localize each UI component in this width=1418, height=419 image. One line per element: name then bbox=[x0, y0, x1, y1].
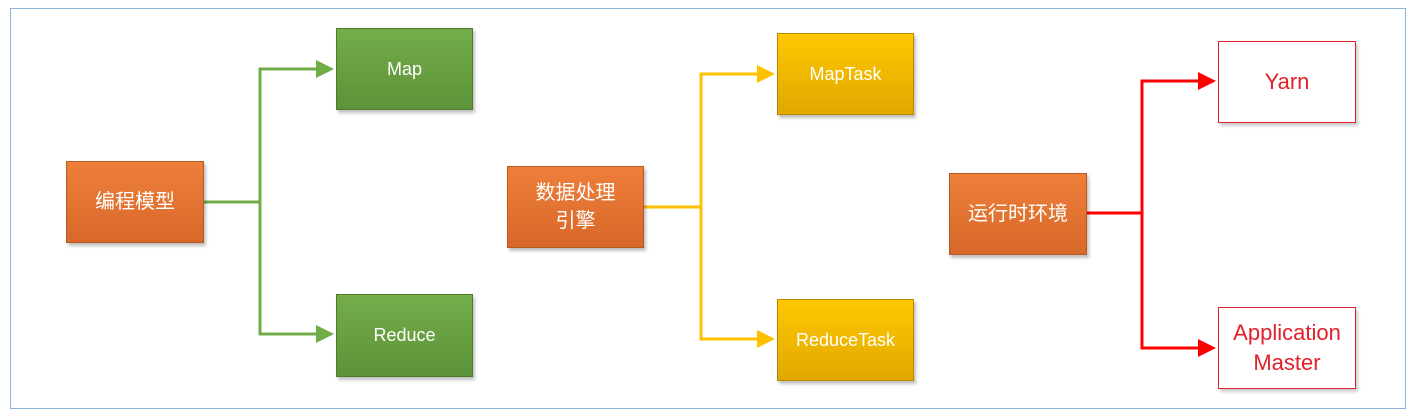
node-label: Application Master bbox=[1233, 320, 1341, 375]
node-label: Map bbox=[386, 58, 422, 79]
node-label: 编程模型 bbox=[95, 191, 175, 213]
arrowhead-reducetask bbox=[757, 330, 775, 348]
connector-group-programming-model bbox=[204, 67, 318, 336]
arrowhead-maptask bbox=[757, 65, 775, 83]
node-label: 运行时环境 bbox=[968, 203, 1068, 225]
connector-to-map bbox=[204, 67, 318, 204]
node-label: Yarn bbox=[1264, 69, 1310, 95]
arrowhead-reduce bbox=[316, 325, 334, 343]
node-data-processing-engine[interactable]: 数据处理 引擎 bbox=[507, 166, 644, 248]
node-maptask[interactable]: MapTask bbox=[777, 33, 914, 115]
node-label: ReduceTask bbox=[795, 329, 896, 350]
connector-group-runtime bbox=[1087, 79, 1200, 350]
node-programming-model[interactable]: 编程模型 bbox=[66, 161, 204, 243]
node-map[interactable]: Map bbox=[336, 28, 473, 110]
node-reduce[interactable]: Reduce bbox=[336, 294, 473, 377]
arrowhead-yarn bbox=[1198, 72, 1216, 90]
connector-to-appmaster bbox=[1140, 213, 1200, 350]
arrowhead-map bbox=[316, 60, 334, 78]
diagram-frame bbox=[10, 8, 1406, 409]
node-label: 数据处理 引擎 bbox=[535, 182, 616, 232]
node-yarn[interactable]: Yarn bbox=[1218, 41, 1356, 123]
node-label: Reduce bbox=[373, 325, 436, 345]
arrowhead-appmaster bbox=[1198, 339, 1216, 357]
connector-to-yarn bbox=[1087, 79, 1200, 215]
node-runtime-environment[interactable]: 运行时环境 bbox=[949, 173, 1087, 255]
connector-group-data-engine bbox=[644, 72, 759, 341]
connector-to-reduce bbox=[258, 202, 318, 336]
node-application-master[interactable]: Application Master bbox=[1218, 307, 1356, 389]
connector-to-maptask bbox=[644, 72, 759, 209]
connector-to-reducetask bbox=[699, 207, 759, 341]
node-label: MapTask bbox=[809, 63, 882, 84]
node-reducetask[interactable]: ReduceTask bbox=[777, 299, 914, 381]
